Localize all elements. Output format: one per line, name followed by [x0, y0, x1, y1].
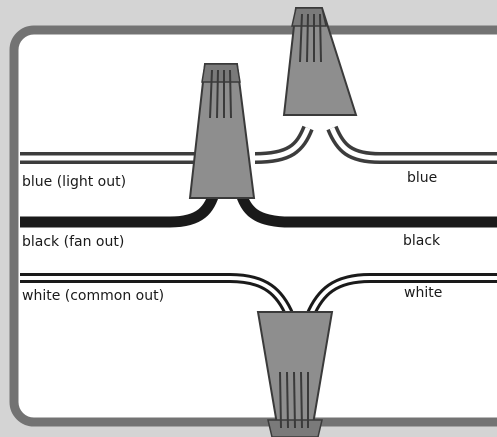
wire-nut-icon [256, 311, 334, 437]
wire-nut-icon [282, 7, 358, 116]
label-blue: blue [407, 170, 438, 186]
wire-nut-icon [188, 63, 256, 199]
label-white: white [404, 285, 443, 301]
blue-wire [20, 125, 497, 164]
label-black: black [403, 233, 441, 249]
label-black-fan-out: black (fan out) [22, 234, 125, 250]
label-white-common-out: white (common out) [22, 288, 165, 304]
white-wire [20, 273, 497, 319]
label-blue-light-out: blue (light out) [22, 174, 127, 190]
